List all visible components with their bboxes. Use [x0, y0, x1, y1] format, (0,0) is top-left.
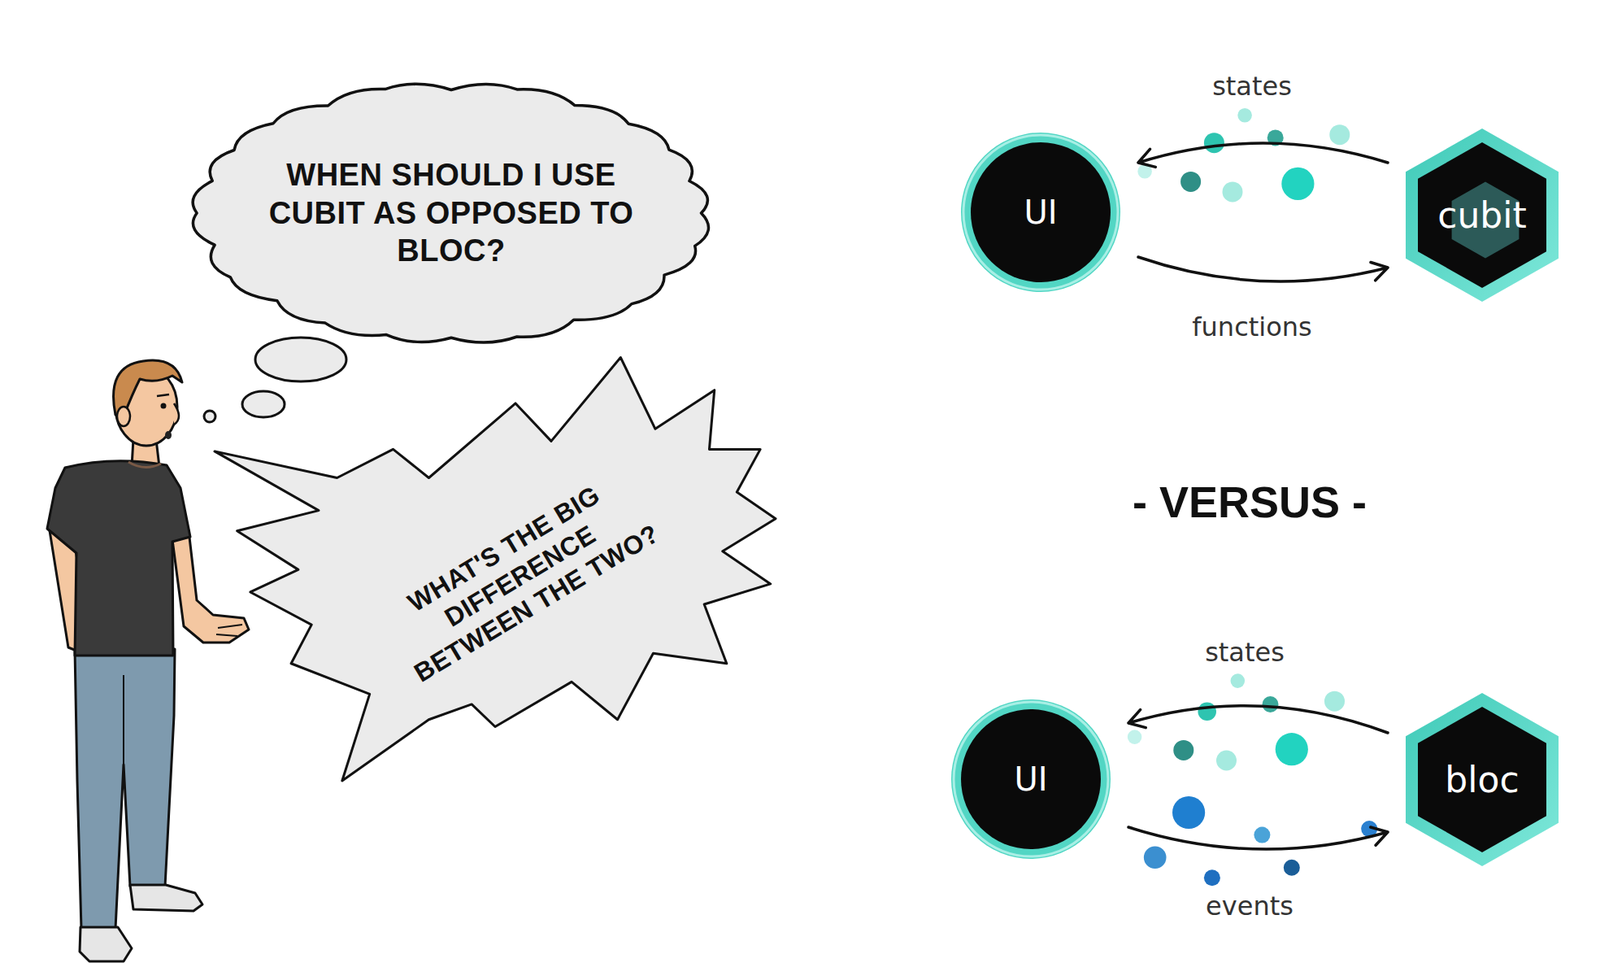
eye	[160, 403, 167, 409]
particle-dot	[1275, 732, 1309, 766]
cloud-outline	[192, 83, 709, 343]
versus-label: - VERSUS -	[1132, 476, 1367, 527]
curved-arrow	[1138, 143, 1388, 167]
particle-dot	[1262, 695, 1279, 713]
hexagon-ring	[1405, 692, 1559, 866]
particle-dot	[1222, 181, 1244, 202]
shoe	[79, 926, 132, 961]
node-label: UI	[1013, 760, 1048, 798]
shoe	[130, 884, 203, 911]
speech-burst: WHAT'S THE BIG DIFFERENCE BETWEEN THE TW…	[214, 355, 776, 781]
particle-dot	[1204, 132, 1225, 153]
particle-dot	[1204, 869, 1221, 886]
mouth	[165, 430, 172, 440]
collar	[128, 461, 161, 468]
hexagon-ring	[1405, 128, 1559, 302]
edge-label: events	[1202, 890, 1297, 922]
node-label: UI	[1023, 193, 1057, 231]
particle-dot	[1197, 701, 1217, 721]
cubit-hexagon: cubit	[1405, 128, 1559, 302]
circle-core	[960, 708, 1101, 849]
bloc-hexagon: bloc	[1405, 692, 1559, 866]
particle-dot	[1216, 750, 1237, 771]
hexagon-core	[1417, 706, 1547, 853]
node-label: cubit	[1437, 194, 1527, 236]
pants-seam	[122, 674, 125, 765]
circle-glow	[963, 134, 1118, 290]
curved-arrow	[1128, 705, 1388, 733]
arm	[171, 530, 249, 643]
ear	[117, 406, 131, 427]
particle-dot	[1173, 739, 1194, 761]
particle-dot	[1329, 124, 1350, 145]
edge-label: states	[1208, 70, 1296, 102]
curved-arrow	[1128, 826, 1388, 849]
particle-dot	[1281, 167, 1314, 200]
edge-label: functions	[1188, 311, 1315, 343]
curved-arrow	[1138, 256, 1388, 282]
circle-glow	[953, 701, 1109, 857]
node-label: bloc	[1444, 758, 1519, 800]
nose	[173, 403, 179, 425]
eyebrow	[156, 394, 170, 396]
circle-core	[970, 142, 1111, 283]
burst-outline	[214, 357, 776, 781]
particle-dot	[1237, 108, 1253, 123]
particle-dot	[1143, 845, 1167, 869]
thought-bubble	[242, 391, 285, 418]
ui-circle: UI	[951, 699, 1111, 859]
particle-dot	[1230, 673, 1246, 688]
particle-dot	[1283, 859, 1300, 876]
edge-label: states	[1201, 636, 1288, 668]
finger-lines	[216, 624, 243, 636]
ui-circle: UI	[960, 132, 1121, 292]
circle-ring	[960, 132, 1121, 292]
thought-cloud: WHEN SHOULD I USE CUBIT AS OPPOSED TO BL…	[182, 74, 720, 352]
thought-bubble	[255, 337, 347, 382]
particle-dot	[1253, 826, 1270, 844]
particle-dot	[1127, 729, 1143, 744]
circle-ring	[951, 699, 1111, 859]
thought-text: WHEN SHOULD I USE CUBIT AS OPPOSED TO BL…	[252, 156, 651, 270]
particle-dot	[1180, 171, 1201, 192]
hexagon-core	[1417, 142, 1547, 288]
particle-dot	[1172, 795, 1205, 829]
shirt	[47, 460, 191, 656]
particle-dot	[1324, 691, 1345, 712]
thought-bubble	[204, 410, 216, 422]
